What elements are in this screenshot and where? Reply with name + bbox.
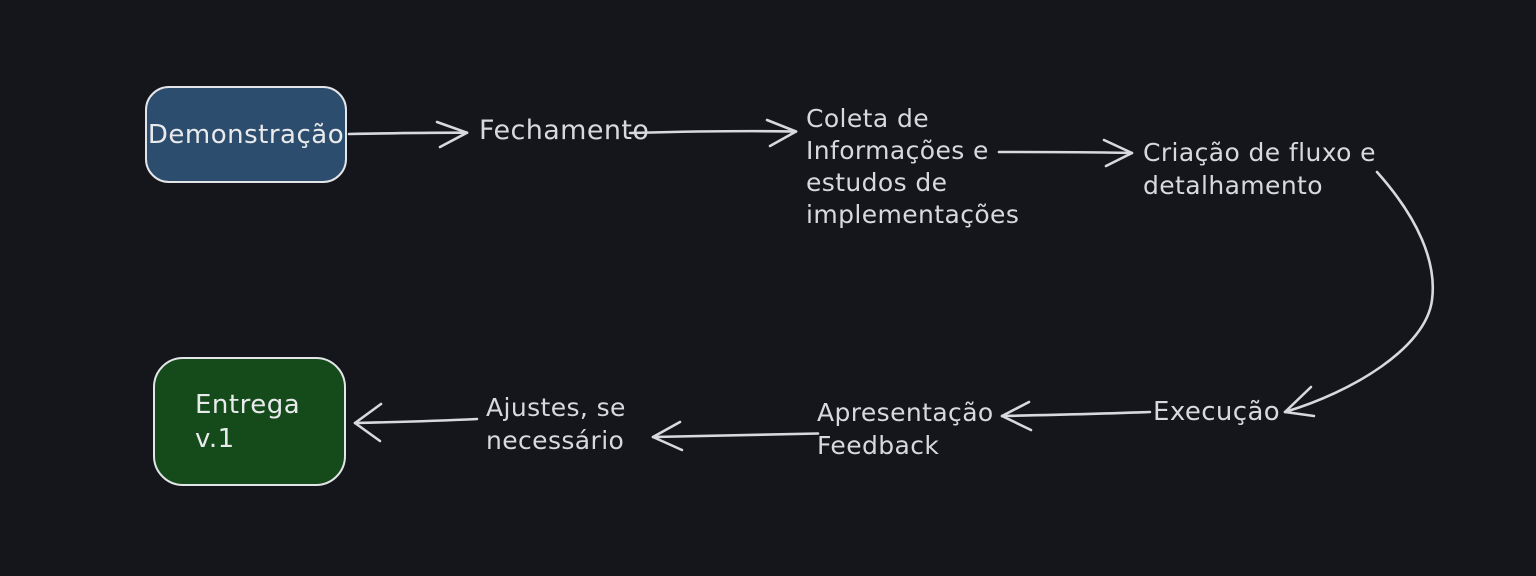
- label-execucao[interactable]: Execução: [1153, 397, 1281, 427]
- arrow-criacao-to-execucao[interactable]: [1283, 170, 1435, 418]
- label-apresentacao[interactable]: Apresentação Feedback: [817, 398, 994, 460]
- arrow-apresentacao-to-ajustes[interactable]: [651, 420, 820, 452]
- label-criacao[interactable]: Criação de fluxo e detalhamento: [1143, 138, 1376, 200]
- arrow-fechamento-to-coleta[interactable]: [628, 118, 798, 148]
- label-ajustes[interactable]: Ajustes, se necessário: [486, 393, 626, 455]
- label-coleta[interactable]: Coleta de Informações e estudos de imple…: [806, 104, 1020, 229]
- node-demonstracao-label: Demonstração: [147, 119, 345, 150]
- arrow-ajustes-to-entrega[interactable]: [353, 402, 479, 443]
- node-demonstracao[interactable]: Demonstração: [145, 86, 347, 183]
- arrow-execucao-to-apresentacao[interactable]: [1000, 400, 1152, 432]
- arrow-demonstracao-to-fechamento[interactable]: [347, 120, 469, 149]
- arrow-coleta-to-criacao[interactable]: [997, 138, 1134, 168]
- label-fechamento[interactable]: Fechamento: [479, 115, 650, 146]
- node-entrega[interactable]: Entrega v.1: [153, 357, 346, 486]
